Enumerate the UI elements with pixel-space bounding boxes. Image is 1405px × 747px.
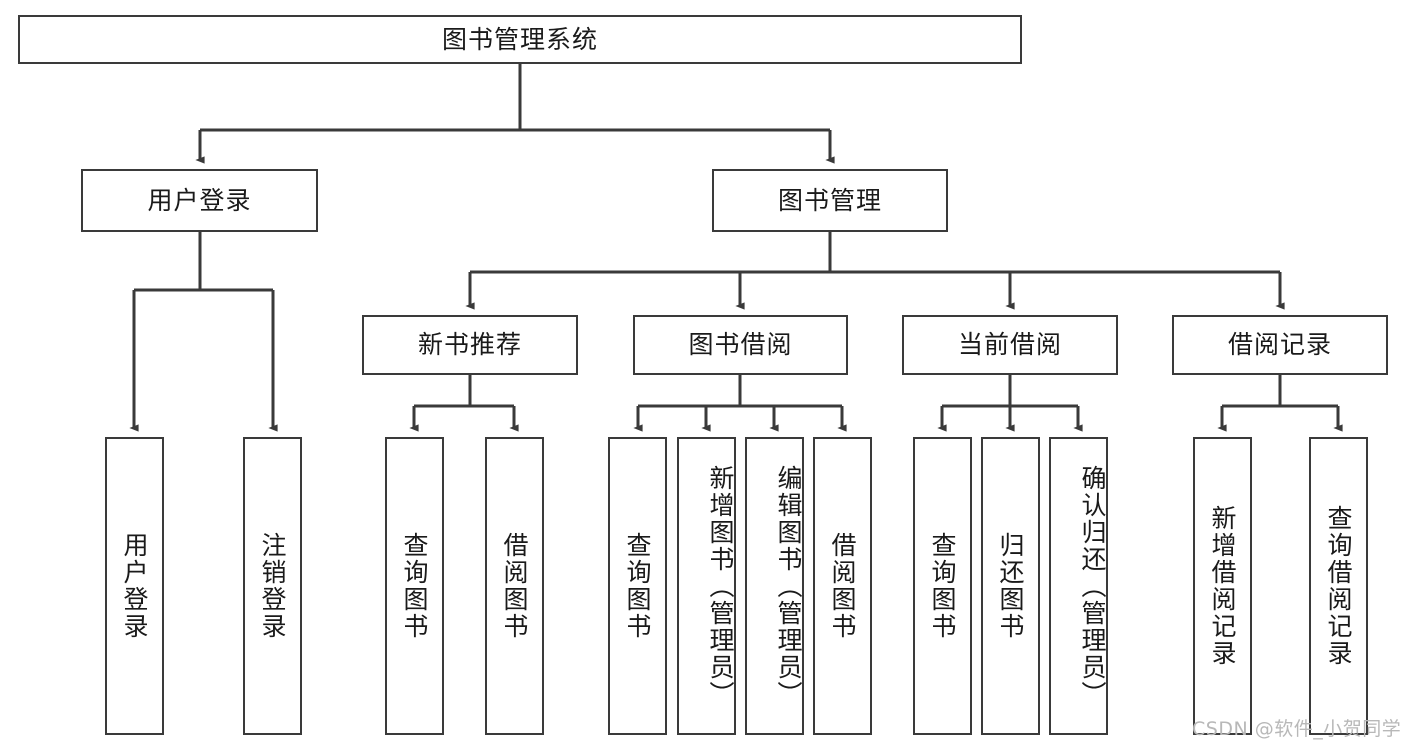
watermark-text: CSDN @软件_小贺同学 [1192, 718, 1402, 740]
node-book-management[interactable]: 图书管理 [712, 169, 948, 232]
leaf-query-borrow-record[interactable]: 查询借阅记录 [1309, 437, 1368, 735]
leaf-confirm-return-admin[interactable]: 确认归还（管理员） [1049, 437, 1108, 735]
node-user-login[interactable]: 用户登录 [81, 169, 318, 232]
node-new-book-recommend[interactable]: 新书推荐 [362, 315, 578, 375]
leaf-query-book-recommend[interactable]: 查询图书 [385, 437, 444, 735]
leaf-add-borrow-record[interactable]: 新增借阅记录 [1193, 437, 1252, 735]
leaf-edit-book-admin[interactable]: 编辑图书（管理员） [745, 437, 804, 735]
node-borrow-record[interactable]: 借阅记录 [1172, 315, 1388, 375]
leaf-return-book[interactable]: 归还图书 [981, 437, 1040, 735]
node-root-system[interactable]: 图书管理系统 [18, 15, 1022, 64]
leaf-query-book-borrow[interactable]: 查询图书 [608, 437, 667, 735]
leaf-query-book-current[interactable]: 查询图书 [913, 437, 972, 735]
node-current-borrow[interactable]: 当前借阅 [902, 315, 1118, 375]
leaf-user-login[interactable]: 用户登录 [105, 437, 164, 735]
leaf-borrow-book-recommend[interactable]: 借阅图书 [485, 437, 544, 735]
leaf-add-book-admin[interactable]: 新增图书（管理员） [677, 437, 736, 735]
node-book-borrow[interactable]: 图书借阅 [633, 315, 848, 375]
leaf-borrow-book[interactable]: 借阅图书 [813, 437, 872, 735]
leaf-logout[interactable]: 注销登录 [243, 437, 302, 735]
